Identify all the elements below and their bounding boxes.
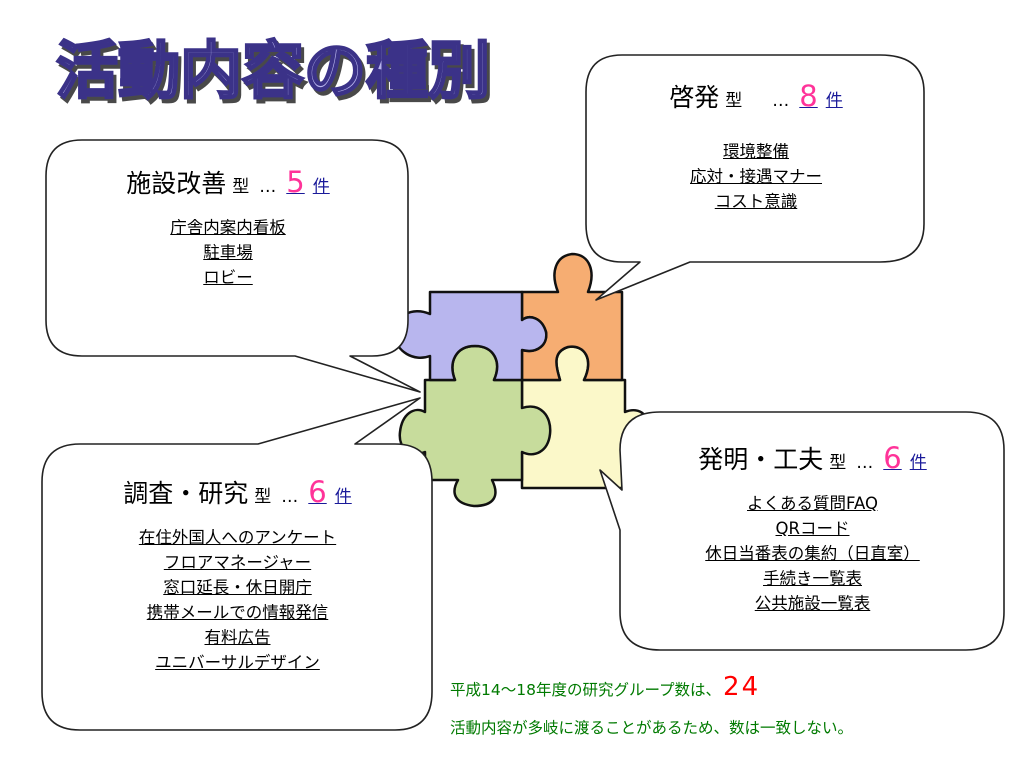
type-suffix: 型 — [232, 177, 250, 197]
list-item: よくある質問FAQ — [747, 494, 878, 513]
page-title-text: 活動内容の種別 — [56, 34, 490, 107]
count-number: 5 — [286, 165, 305, 199]
note-line-1: 平成14～18年度の研究グループ数は、24 — [450, 672, 760, 702]
category-name: 調査・研究 — [123, 479, 249, 508]
list-item: ロビー — [203, 268, 253, 287]
count-unit: 件 — [334, 487, 352, 507]
bubble-shisetsu — [45, 139, 421, 393]
count-number: 6 — [308, 475, 327, 509]
list-item: 携帯メールでの情報発信 — [146, 603, 329, 622]
dots: … — [856, 453, 874, 473]
note-total-number: 24 — [723, 672, 761, 702]
list-item: 在住外国人へのアンケート — [138, 528, 337, 547]
count-unit: 件 — [312, 177, 330, 197]
page-title: 活動内容の種別 — [55, 33, 492, 109]
list-item: 庁舎内案内看板 — [170, 218, 286, 237]
note-prefix: 平成14～18年度の研究グループ数は、 — [450, 681, 722, 699]
item-list: よくある質問FAQ QRコード 休日当番表の集約（日直室） 手続き一覧表 公共施… — [630, 491, 995, 616]
bubble-keihatsu — [585, 54, 925, 301]
dots: … — [772, 91, 790, 111]
list-item: コスト意識 — [714, 192, 798, 211]
item-list: 環境整備 応対・接遇マナー コスト意識 — [596, 139, 916, 214]
count-unit: 件 — [909, 453, 927, 473]
list-item: 窓口延長・休日開庁 — [163, 578, 312, 597]
type-suffix: 型 — [254, 487, 272, 507]
category-name: 発明・工夫 — [698, 445, 824, 474]
category-name: 啓発 — [669, 83, 720, 112]
item-list: 在住外国人へのアンケート フロアマネージャー 窓口延長・休日開庁 携帯メールでの… — [50, 525, 425, 675]
list-item: 手続き一覧表 — [763, 569, 862, 588]
count-number: 6 — [883, 441, 902, 475]
count-unit: 件 — [825, 91, 843, 111]
list-item: 駐車場 — [203, 243, 253, 262]
item-list: 庁舎内案内看板 駐車場 ロビー — [56, 215, 400, 290]
list-item: フロアマネージャー — [163, 553, 312, 572]
bubble-hatsumei — [599, 411, 1005, 651]
type-suffix: 型 — [829, 453, 847, 473]
list-item: 公共施設一覧表 — [754, 594, 871, 613]
type-suffix: 型 — [725, 91, 743, 111]
dots: … — [281, 487, 299, 507]
note-line-2: 活動内容が多岐に渡ることがあるため、数は一致しない。 — [450, 719, 854, 737]
dots: … — [259, 177, 277, 197]
category-name: 施設改善 — [126, 169, 227, 198]
list-item: ユニバーサルデザイン — [155, 653, 320, 672]
list-item: 休日当番表の集約（日直室） — [705, 544, 920, 563]
list-item: 環境整備 — [723, 142, 789, 161]
list-item: 応対・接遇マナー — [690, 167, 822, 186]
bubble-chousa — [41, 397, 433, 731]
list-item: 有料広告 — [204, 628, 271, 647]
list-item: QRコード — [775, 519, 850, 538]
count-number: 8 — [799, 79, 818, 113]
